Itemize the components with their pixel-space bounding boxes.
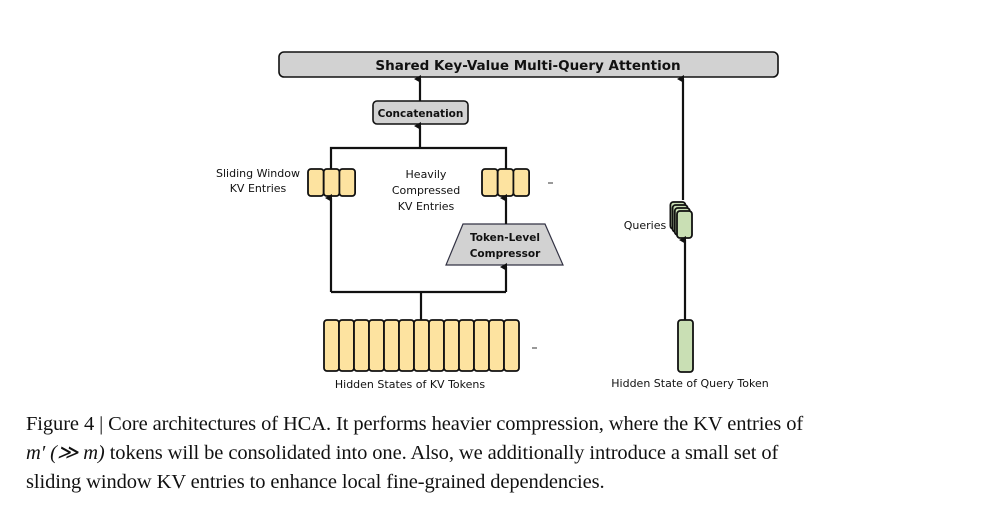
kv-tokens-label: Hidden States of KV Tokens: [335, 378, 486, 391]
merge-connector: [329, 146, 508, 169]
compressed-cell: [496, 168, 515, 197]
kv-token-cell: [488, 319, 505, 372]
kv-token-cell: [413, 319, 430, 372]
queries-label: Queries: [624, 219, 667, 232]
sliding-window-cell: [307, 168, 325, 197]
caption-line-3: sliding window KV entries to enhance loc…: [26, 471, 605, 493]
hca-architecture-diagram: Shared Key-Value Multi-Query Attention C…: [216, 51, 779, 391]
compressed-label-line1: Heavily: [406, 168, 447, 181]
sliding-window-cell: [322, 168, 341, 197]
kv-token-cell: [458, 319, 475, 372]
shared-kv-mqa-box: Shared Key-Value Multi-Query Attention: [278, 51, 779, 78]
sliding-window-cell: [338, 168, 356, 197]
caption-line-1: Figure 4 | Core architectures of HCA. It…: [26, 413, 804, 435]
kv-token-cell: [443, 319, 460, 372]
kv-token-cell: [323, 319, 340, 372]
query-token-cell: [677, 319, 694, 373]
kv-token-cell: [383, 319, 400, 372]
compressed-kv-entries: [481, 168, 531, 197]
caption-line-2: m′ (≫ m) tokens will be consolidated int…: [26, 439, 976, 468]
query-card: [676, 210, 693, 239]
caption-math: m′ (≫ m): [26, 442, 105, 464]
kv-token-cell: [338, 319, 355, 372]
sliding-window-label-line2: KV Entries: [230, 182, 287, 195]
compressed-label-line2: Compressed: [392, 184, 460, 197]
token-level-compressor: Token-Level Compressor: [445, 223, 564, 266]
compressor-label-line2: Compressor: [470, 248, 541, 260]
kv-token-cell: [473, 319, 490, 372]
kv-token-cell: [428, 319, 445, 372]
sliding-window-kv-entries: [307, 168, 356, 197]
compressed-cell: [512, 168, 531, 197]
caption-line-2-text: tokens will be consolidated into one. Al…: [104, 442, 779, 464]
compressor-label-line1: Token-Level: [470, 232, 540, 244]
kv-token-cell: [503, 319, 520, 372]
compressed-cell: [481, 168, 499, 197]
attention-label: Shared Key-Value Multi-Query Attention: [375, 58, 680, 74]
kv-token-cell: [368, 319, 385, 372]
sliding-window-label-line1: Sliding Window: [216, 167, 300, 180]
kv-token-cell: [353, 319, 370, 372]
kv-token-cell: [398, 319, 415, 372]
concatenation-label: Concatenation: [378, 108, 464, 120]
figure-caption: Figure 4 | Core architectures of HCA. It…: [26, 410, 976, 497]
concatenation-box: Concatenation: [372, 100, 469, 125]
compressed-label-line3: KV Entries: [398, 200, 455, 213]
hidden-states-kv-tokens: [323, 319, 520, 372]
queries-stack: [669, 201, 693, 239]
query-token-label: Hidden State of Query Token: [611, 377, 768, 390]
